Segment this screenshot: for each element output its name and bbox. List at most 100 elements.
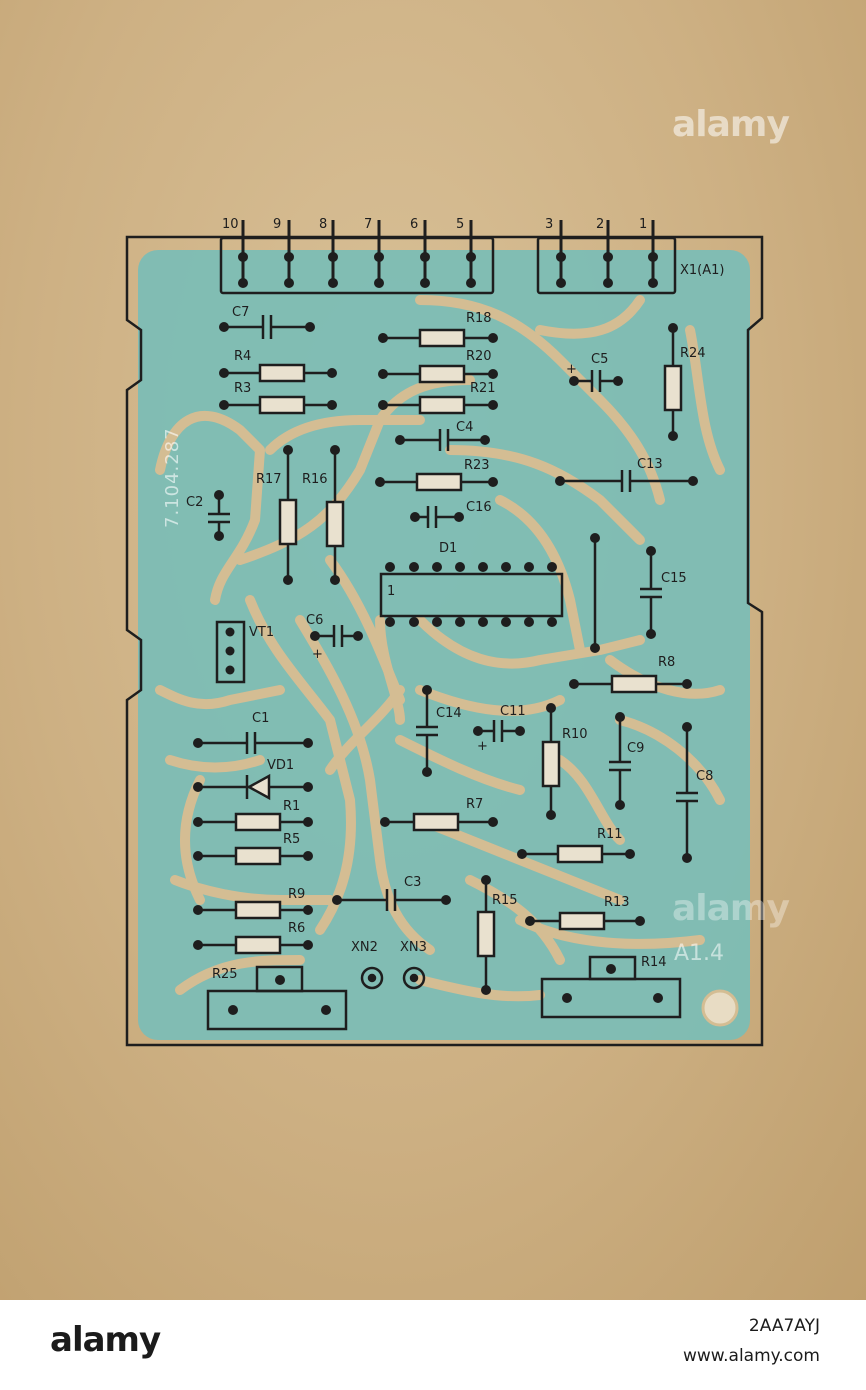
pin-label: 7	[364, 217, 372, 232]
resistor-r3	[219, 395, 337, 415]
trimmer-r25	[206, 965, 348, 1031]
capacitor-c14	[416, 685, 438, 777]
capacitor-c6	[310, 625, 363, 647]
capacitor-c8	[676, 722, 698, 863]
connector-pin-labels: 10 9 8 7 6 5 3 2 1 X1(A1)	[222, 217, 724, 278]
label-vt1: VT1	[249, 625, 274, 640]
watermark-text: alamy	[672, 104, 790, 145]
resistor-r24	[663, 323, 683, 441]
label-r17: R17	[256, 472, 282, 487]
label-r8: R8	[658, 655, 675, 670]
label-r16: R16	[302, 472, 328, 487]
polarity-c6: +	[312, 647, 323, 662]
label-c5: C5	[591, 352, 608, 367]
footer-logo: alamy	[50, 1320, 161, 1360]
pin-label: 8	[319, 217, 327, 232]
footer-url: www.alamy.com	[682, 1346, 820, 1366]
label-c7: C7	[232, 305, 249, 320]
label-r20: R20	[466, 349, 492, 364]
resistor-r7	[380, 812, 498, 832]
capacitor-c1	[193, 732, 313, 754]
capacitor-c4	[395, 429, 490, 451]
label-r15: R15	[492, 893, 518, 908]
label-vd1: VD1	[267, 758, 294, 773]
pin-label: 1	[639, 217, 647, 232]
pin-label: 2	[596, 217, 604, 232]
trimmer-r14	[540, 955, 682, 1019]
test-points	[360, 966, 426, 990]
label-c6: C6	[306, 613, 323, 628]
transistor-vt1	[215, 620, 246, 684]
capacitor-c3	[332, 889, 451, 911]
pin-label: 10	[222, 217, 239, 232]
label-c4: C4	[456, 420, 473, 435]
label-r3: R3	[234, 381, 251, 396]
footer-bar: alamy 2AA7AYJ www.alamy.com	[0, 1300, 866, 1390]
jumper-wire	[590, 533, 600, 653]
resistor-r17	[278, 445, 298, 585]
label-ic-pin1: 1	[387, 584, 395, 599]
capacitor-c13	[555, 470, 698, 492]
pin-label: 3	[545, 217, 553, 232]
resistor-r13	[525, 911, 645, 931]
resistor-r4	[219, 363, 337, 383]
label-c1: C1	[252, 711, 269, 726]
pin-label: 9	[273, 217, 281, 232]
label-c9: C9	[627, 741, 644, 756]
resistor-r1	[193, 812, 313, 832]
capacitor-c16	[410, 506, 464, 528]
resistors-vertical	[278, 323, 683, 995]
capacitor-c11	[473, 720, 525, 742]
label-r7: R7	[466, 797, 483, 812]
resistor-r10	[541, 703, 561, 820]
label-r6: R6	[288, 921, 305, 936]
label-c8: C8	[696, 769, 713, 784]
resistor-r20	[378, 364, 498, 384]
label-xn2: XN2	[351, 940, 378, 955]
label-r18: R18	[466, 311, 492, 326]
board-code-text: 7.104.287	[162, 427, 183, 528]
resistor-r6	[193, 935, 313, 955]
label-d1: D1	[439, 541, 457, 556]
label-c14: C14	[436, 706, 462, 721]
label-r25: R25	[212, 967, 238, 982]
label-r14: R14	[641, 955, 667, 970]
board-revision-text: A1.4	[674, 941, 724, 966]
pcb-diagram: 7.104.287 A1.4 10 9	[125, 217, 764, 1047]
resistor-r16	[325, 445, 345, 585]
resistor-r11	[517, 844, 635, 864]
resistor-r8	[569, 674, 692, 694]
capacitor-c7	[219, 315, 315, 339]
label-c2: C2	[186, 495, 203, 510]
label-r5: R5	[283, 832, 300, 847]
board-outline	[125, 235, 764, 1047]
label-c13: C13	[637, 457, 663, 472]
label-r13: R13	[604, 895, 630, 910]
capacitors-vertical	[208, 490, 698, 863]
capacitor-c2	[208, 490, 230, 541]
capacitor-c15	[640, 546, 662, 639]
capacitors-horizontal	[193, 315, 698, 911]
resistor-r15	[476, 875, 496, 995]
label-r4: R4	[234, 349, 251, 364]
label-xn3: XN3	[400, 940, 427, 955]
resistor-r23	[375, 472, 498, 492]
resistor-r5	[193, 846, 313, 866]
pin-label: 5	[456, 217, 464, 232]
polarity-c5: +	[566, 362, 577, 377]
footer-image-id: 2AA7AYJ	[748, 1316, 820, 1336]
polarity-c11: +	[477, 739, 488, 754]
component-labels: R18 R20 R21 R23 R24 R4 R3 R17 R16 R8 R10…	[186, 305, 713, 982]
label-c15: C15	[661, 571, 687, 586]
label-r24: R24	[680, 346, 706, 361]
connector-label: X1(A1)	[680, 263, 724, 278]
diode-vd1	[193, 773, 313, 801]
label-r21: R21	[470, 381, 496, 396]
label-c3: C3	[404, 875, 421, 890]
label-r23: R23	[464, 458, 490, 473]
pin-label: 6	[410, 217, 418, 232]
label-r9: R9	[288, 887, 305, 902]
watermark-text: alamy	[672, 888, 790, 929]
label-r11: R11	[597, 827, 623, 842]
label-c16: C16	[466, 500, 492, 515]
